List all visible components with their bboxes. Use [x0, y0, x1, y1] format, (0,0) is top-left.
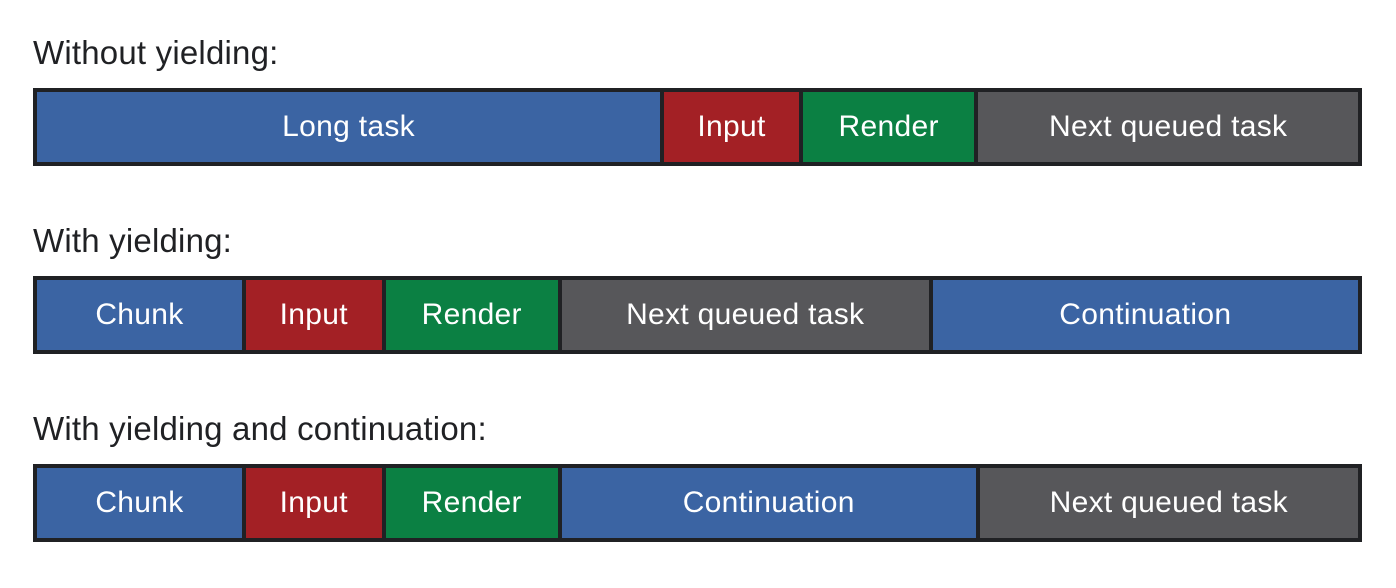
segment-label: Long task — [282, 110, 415, 143]
segment-long-task: Long task — [37, 92, 661, 162]
segment-label: Continuation — [1059, 298, 1232, 331]
segment-input: Input — [660, 92, 799, 162]
section-title-with-yielding: With yielding: — [33, 222, 233, 259]
segment-label: Next queued task — [1049, 486, 1288, 519]
segment-render: Render — [798, 92, 975, 162]
timeline-with-yielding-and-continuation: Chunk Input Render Continuation Next que… — [33, 464, 1362, 542]
timeline-without-yielding: Long task Input Render Next queued task — [33, 88, 1362, 166]
segment-input: Input — [241, 468, 382, 538]
segment-render: Render — [381, 280, 558, 350]
segment-input: Input — [241, 280, 382, 350]
segment-continuation: Continuation — [928, 280, 1359, 350]
segment-label: Input — [697, 110, 766, 143]
segment-render: Render — [381, 468, 558, 538]
segment-next-queued-task: Next queued task — [975, 468, 1359, 538]
segment-label: Render — [421, 486, 522, 519]
segment-next-queued-task: Next queued task — [974, 92, 1358, 162]
segment-next-queued-task: Next queued task — [557, 280, 929, 350]
segment-continuation: Continuation — [557, 468, 976, 538]
segment-label: Render — [838, 110, 939, 143]
segment-label: Chunk — [95, 298, 184, 331]
segment-label: Next queued task — [626, 298, 865, 331]
segment-label: Input — [279, 486, 348, 519]
segment-label: Chunk — [95, 486, 184, 519]
segment-chunk: Chunk — [37, 468, 242, 538]
segment-label: Continuation — [682, 486, 855, 519]
section-title-without-yielding: Without yielding: — [33, 34, 279, 71]
segment-chunk: Chunk — [37, 280, 242, 350]
section-title-with-yielding-and-continuation: With yielding and continuation: — [33, 410, 487, 447]
timeline-with-yielding: Chunk Input Render Next queued task Cont… — [33, 276, 1362, 354]
segment-label: Render — [421, 298, 522, 331]
segment-label: Input — [279, 298, 348, 331]
segment-label: Next queued task — [1049, 110, 1288, 143]
